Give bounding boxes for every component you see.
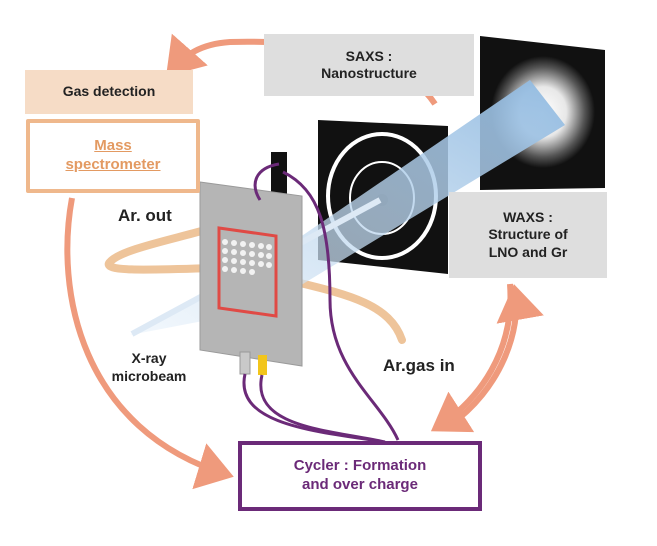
mass-spectrometer-box: Mass spectrometer xyxy=(26,119,200,193)
ar-out-label: Ar. out xyxy=(118,206,172,225)
arrow-mass-to-cycler xyxy=(64,197,234,490)
ar-gas-in-label: Ar.gas in xyxy=(383,356,455,375)
wire-to-cycler-3 xyxy=(282,170,400,441)
wire-top xyxy=(253,162,280,201)
wire-to-cycler-1 xyxy=(242,373,373,442)
mass-spectrometer-line1: Mass xyxy=(94,137,132,155)
cell-tab-gray xyxy=(239,351,251,375)
cell-window xyxy=(217,226,278,318)
gas-detection-label: Gas detection xyxy=(62,83,156,100)
xray-beam xyxy=(130,80,565,335)
xray-microbeam-label: X-ray microbeam xyxy=(84,350,214,385)
gas-out-tube xyxy=(104,226,219,274)
waxs-line2: Structure of xyxy=(488,226,568,243)
saxs-line2: Nanostructure xyxy=(321,65,417,81)
xray-line1: X-ray xyxy=(131,350,167,366)
gas-detection-box: Gas detection xyxy=(25,70,193,114)
window-holes xyxy=(222,239,272,275)
waxs-line1: WAXS : xyxy=(503,208,553,225)
saxs-box: SAXS : Nanostructure xyxy=(264,34,474,96)
cycler-box: Cycler : Formation and over charge xyxy=(238,441,482,511)
xray-line2: microbeam xyxy=(111,367,187,384)
mass-spectrometer-line2: spectrometer xyxy=(65,156,161,173)
gas-in-tube xyxy=(292,278,406,344)
cycler-line1: Cycler : Formation xyxy=(293,457,427,475)
waxs-line3: LNO and Gr xyxy=(488,243,568,260)
saxs-line1: SAXS : xyxy=(345,47,393,64)
waxs-box: WAXS : Structure of LNO and Gr xyxy=(449,192,607,278)
cycler-line2: and over charge xyxy=(302,476,418,493)
arrow-cycler-to-waxs xyxy=(448,284,544,428)
cell-tab-yellow xyxy=(258,355,267,375)
wire-to-cycler-2 xyxy=(259,374,386,444)
